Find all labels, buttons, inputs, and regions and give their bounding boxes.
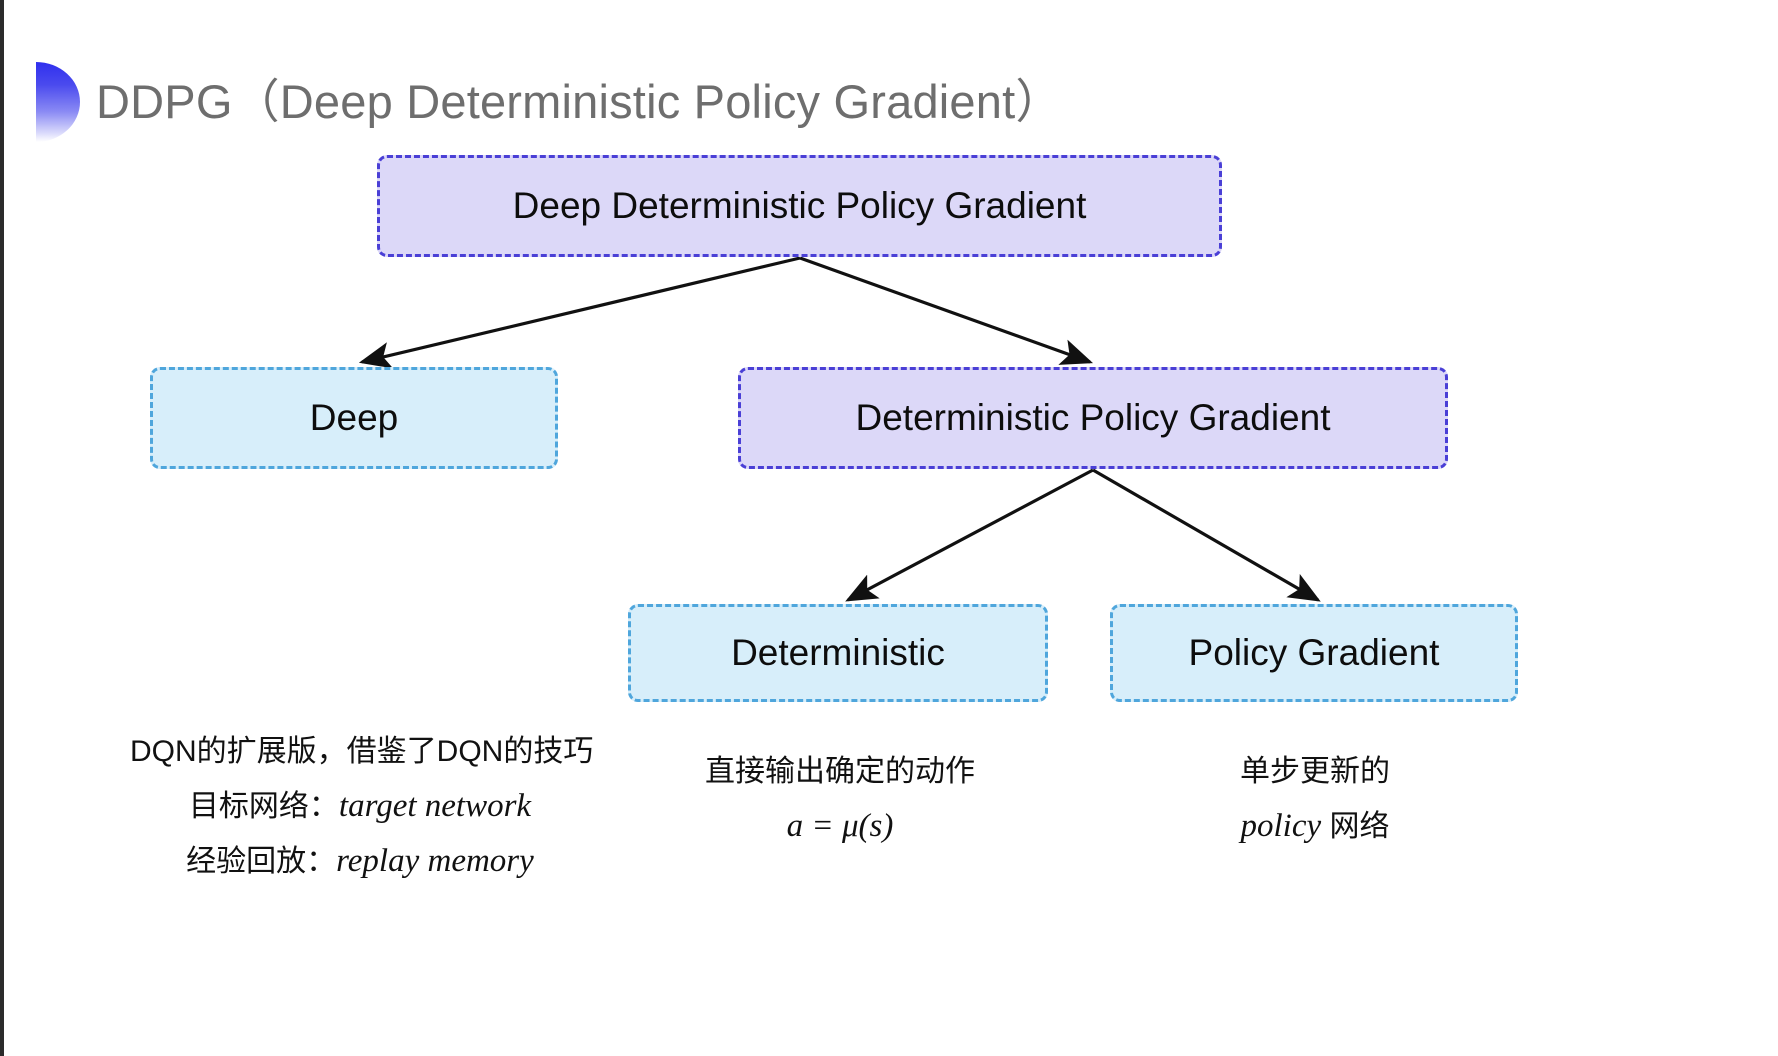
node-label: Deterministic <box>731 632 945 673</box>
caption-deep-line-1: DQN的扩展版，借鉴了DQN的技巧 <box>130 735 594 768</box>
edge-root-to-deep <box>358 256 801 369</box>
edge-dpg-to-policy-gradient <box>1092 468 1321 602</box>
caption-deep-line-2: 目标网络：target network <box>130 779 590 834</box>
slide-left-frame <box>0 0 4 1056</box>
caption-deep-line-3: 经验回放：replay memory <box>130 834 590 889</box>
caption-policy-gradient-line-2: policy 网络 <box>1140 799 1490 854</box>
edge-root-to-dpg <box>799 256 1094 365</box>
caption-policy-gradient-suffix: 网络 <box>1321 810 1390 843</box>
caption-deep-line-3-label: 经验回放： <box>186 845 337 878</box>
node-label: Deep Deterministic Policy Gradient <box>512 185 1087 226</box>
node-deterministic-policy-gradient[interactable]: Deterministic Policy Gradient <box>738 367 1448 469</box>
caption-policy-gradient-line-1: 单步更新的 <box>1240 755 1390 788</box>
caption-policy-gradient-math: policy <box>1240 808 1322 844</box>
caption-deep-line-2-math: target network <box>338 788 532 824</box>
caption-policy-gradient: 单步更新的 policy 网络 <box>1140 745 1490 854</box>
node-label: Deterministic Policy Gradient <box>855 397 1331 438</box>
node-deterministic[interactable]: Deterministic <box>628 604 1048 702</box>
caption-deterministic-formula: a = μ(s) <box>786 808 894 844</box>
caption-deterministic: 直接输出确定的动作 a = μ(s) <box>660 745 1020 853</box>
node-label: Deep <box>309 397 399 438</box>
node-policy-gradient[interactable]: Policy Gradient <box>1110 604 1518 702</box>
caption-deterministic-line-1: 直接输出确定的动作 <box>705 755 975 788</box>
caption-deep-line-2-label: 目标网络： <box>188 790 339 823</box>
edge-dpg-to-deterministic <box>845 468 1094 602</box>
caption-deep-line-3-math: replay memory <box>336 843 534 879</box>
caption-deep: DQN的扩展版，借鉴了DQN的技巧 目标网络：target network 经验… <box>130 725 594 889</box>
node-deep-deterministic-policy-gradient[interactable]: Deep Deterministic Policy Gradient <box>377 155 1222 257</box>
page-title: DDPG（Deep Deterministic Policy Gradient） <box>96 75 1063 128</box>
title-bullet-icon <box>36 62 80 142</box>
node-deep[interactable]: Deep <box>150 367 558 469</box>
node-label: Policy Gradient <box>1188 632 1440 673</box>
